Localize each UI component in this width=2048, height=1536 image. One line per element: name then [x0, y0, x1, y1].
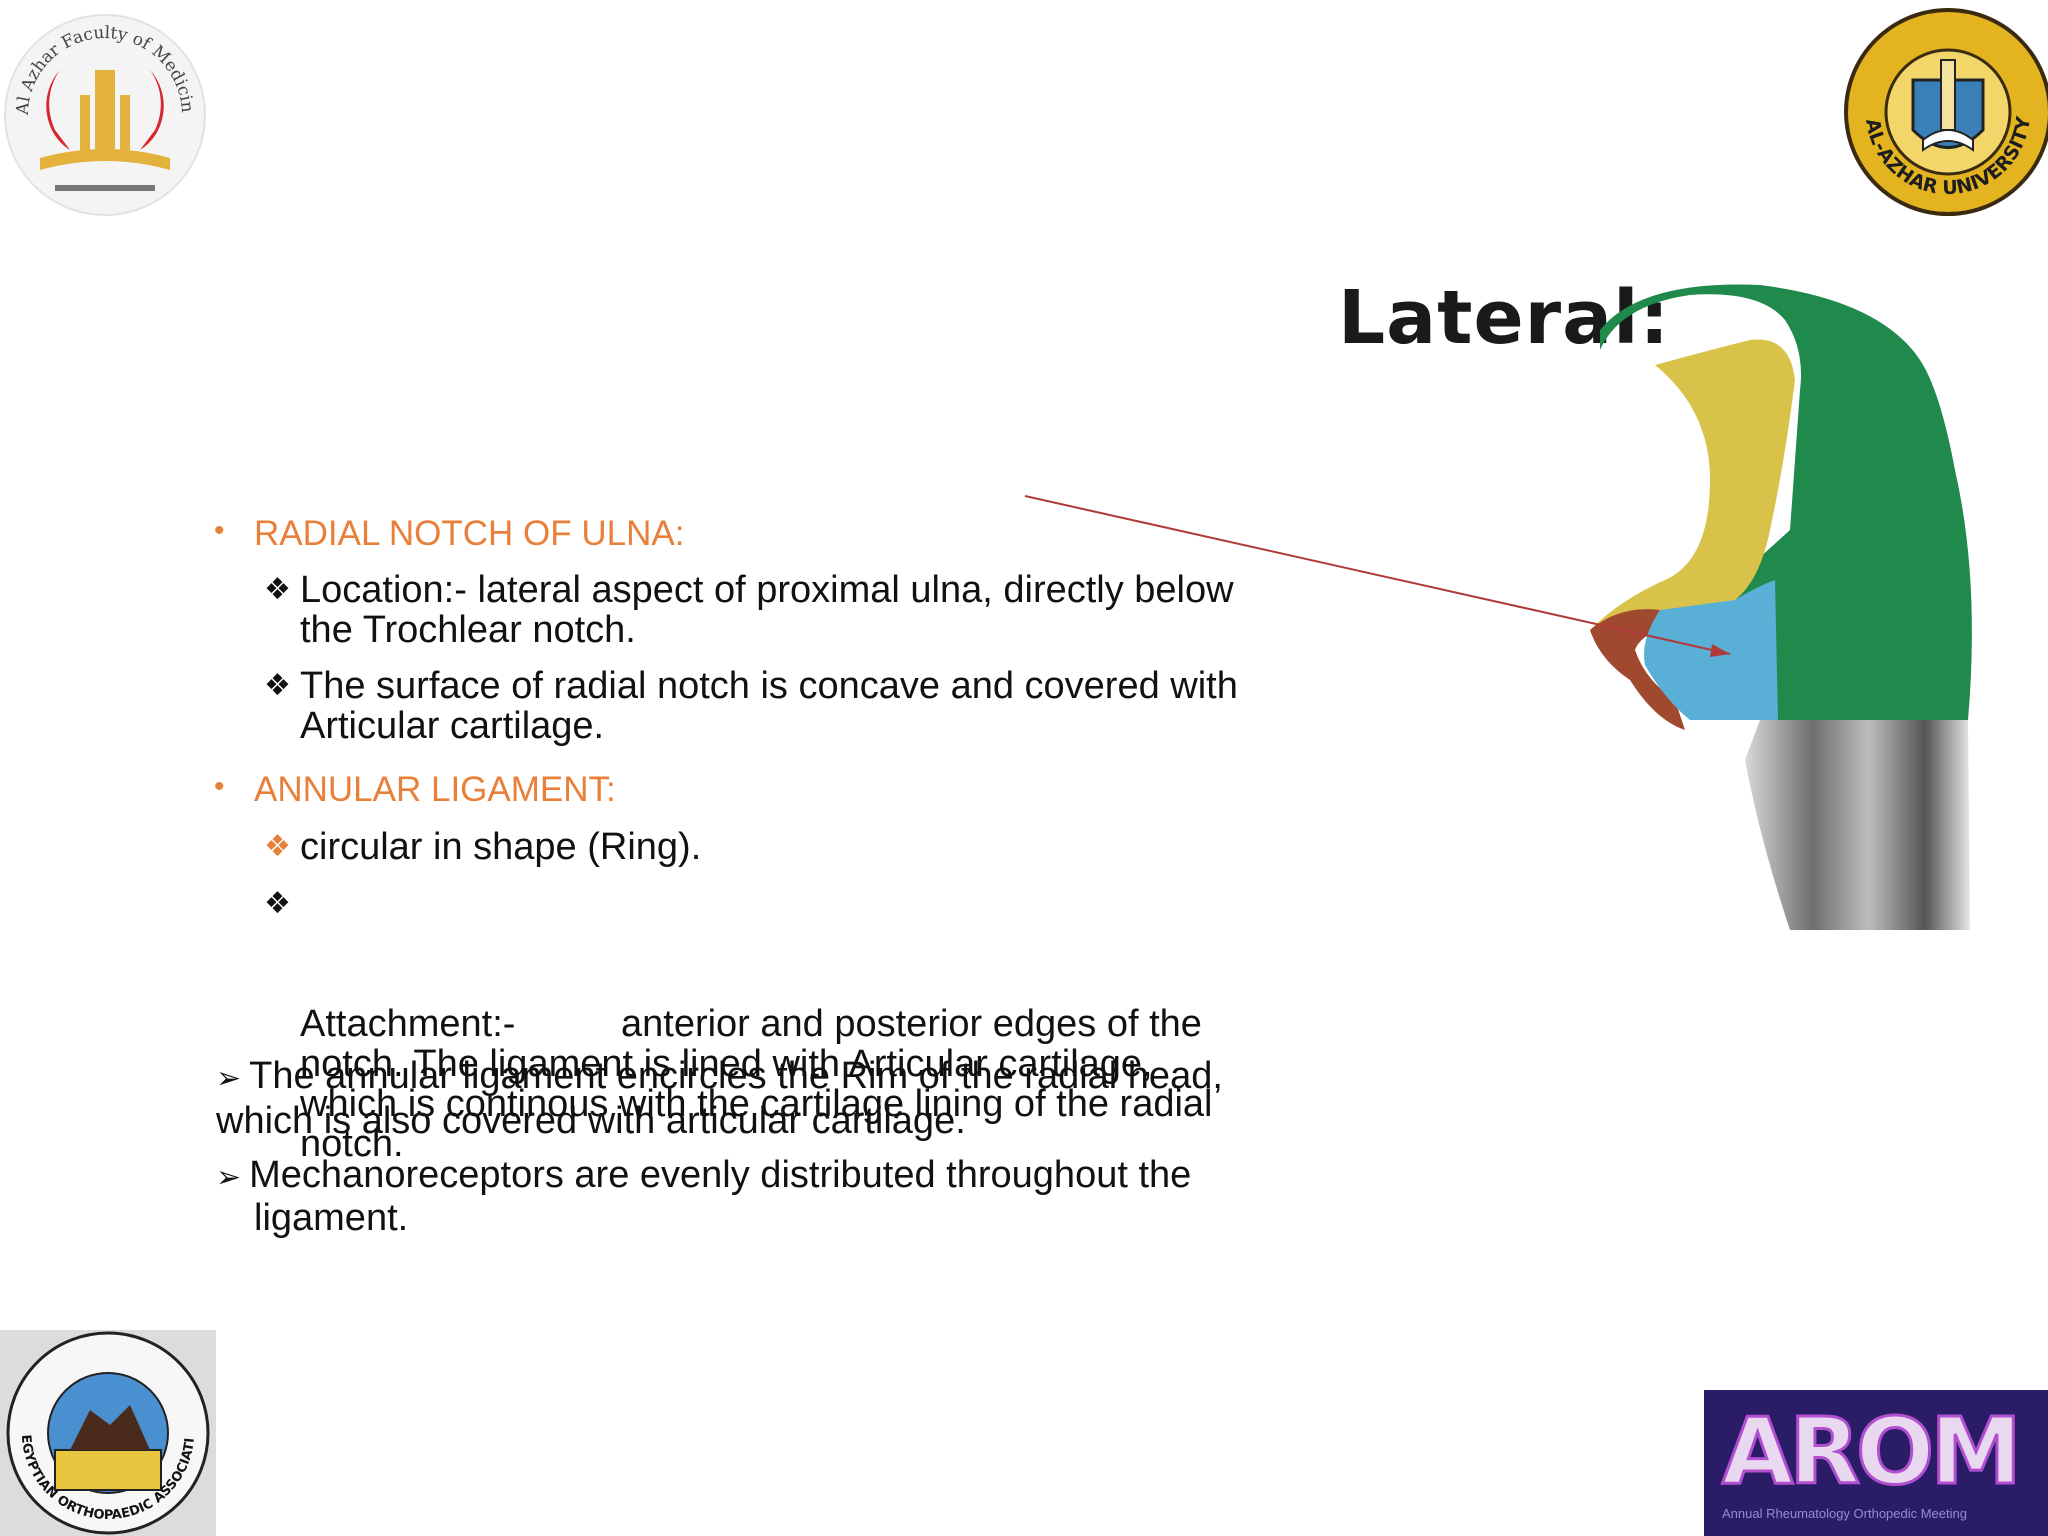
list-item-text: The surface of radial notch is concave a…	[300, 665, 1238, 747]
list-item: ❖ The surface of radial notch is concave…	[264, 666, 1244, 746]
list-item-text: circular in shape (Ring).	[300, 826, 702, 868]
olecranon-region	[1600, 284, 1972, 720]
list-item-text: Attachment:- anterior and posterior edge…	[300, 1003, 1224, 1165]
university-logo: AL-AZHAR UNIVERSITY	[1844, 8, 2048, 216]
heading-text: ANNULAR LIGAMENT:	[254, 770, 616, 809]
eoa-logo: EGYPTIAN ORTHOPAEDIC ASSOCIATION	[0, 1330, 216, 1536]
ulna-illustration	[1590, 284, 1972, 930]
bullet-icon: •	[214, 770, 225, 803]
diamond-icon: ❖	[264, 830, 291, 863]
arrow-icon: ➢	[216, 1161, 242, 1194]
diamond-icon: ❖	[264, 573, 291, 606]
note-item: ➢The annular ligament encircles the Rim …	[216, 1055, 1236, 1143]
heading-text: RADIAL NOTCH OF ULNA:	[254, 514, 685, 553]
list-item: ❖ Attachment:- anterior and posterior ed…	[264, 884, 1244, 1204]
note-item: ➢Mechanoreceptors are evenly distributed…	[216, 1155, 1254, 1238]
arom-logo: AROM Annual Rheumatology Orthopedic Meet…	[1704, 1390, 2048, 1536]
bullet-icon: •	[214, 514, 225, 547]
ulna-shaft	[1745, 720, 1970, 930]
trochlear-notch	[1590, 339, 1795, 630]
list-item-text: Location:- lateral aspect of proximal ul…	[300, 569, 1234, 651]
list-item: ❖ circular in shape (Ring).	[264, 827, 1244, 867]
diamond-icon: ❖	[264, 887, 291, 920]
diamond-icon: ❖	[264, 669, 291, 702]
arrow-icon: ➢	[216, 1062, 242, 1095]
note-text: The annular ligament encircles the Rim o…	[216, 1055, 1223, 1142]
note-text: Mechanoreceptors are evenly distributed …	[249, 1154, 1192, 1239]
arom-logo-subtitle: Annual Rheumatology Orthopedic Meeting	[1722, 1506, 1967, 1521]
arom-logo-text: AROM	[1721, 1397, 2024, 1507]
faculty-logo: Al Azhar Faculty of Medicine	[0, 0, 206, 216]
list-item: ❖ Location:- lateral aspect of proximal …	[264, 570, 1244, 650]
